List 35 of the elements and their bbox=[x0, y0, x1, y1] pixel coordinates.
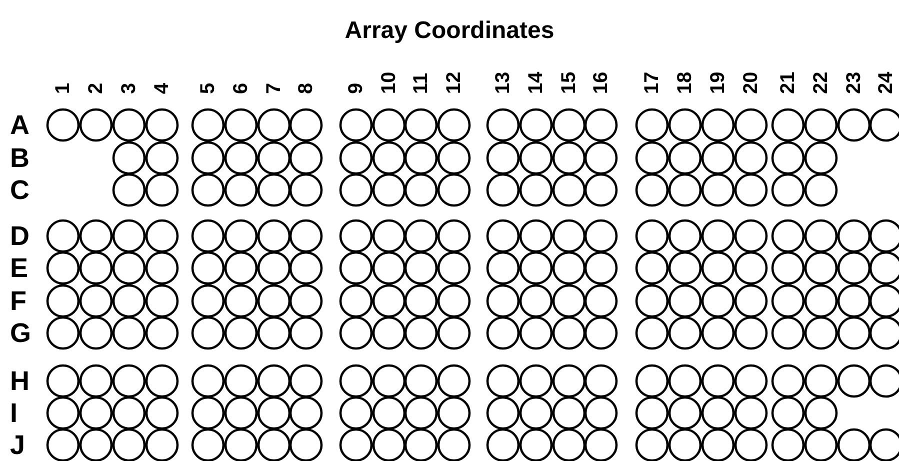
column-number: 16 bbox=[589, 72, 613, 94]
row-letter: I bbox=[10, 398, 18, 428]
row-letter: D bbox=[10, 221, 30, 251]
column-number: 4 bbox=[150, 82, 174, 94]
column-number: 9 bbox=[344, 82, 368, 94]
column-number: 13 bbox=[491, 72, 515, 94]
column-number: 5 bbox=[196, 82, 220, 94]
column-number: 18 bbox=[673, 72, 697, 94]
column-number: 1 bbox=[51, 82, 75, 94]
row-letter: H bbox=[10, 366, 30, 396]
column-number: 22 bbox=[809, 72, 833, 94]
row-letter: E bbox=[10, 253, 28, 283]
column-number: 8 bbox=[294, 82, 318, 94]
row-letter: F bbox=[10, 286, 26, 316]
column-number: 20 bbox=[739, 72, 763, 94]
row-letter: A bbox=[10, 110, 30, 140]
row-letter: B bbox=[10, 143, 30, 173]
column-number: 12 bbox=[442, 72, 466, 94]
column-number: 6 bbox=[229, 82, 253, 94]
column-number: 23 bbox=[842, 72, 866, 94]
column-number: 21 bbox=[776, 72, 800, 94]
title: Array Coordinates bbox=[344, 16, 556, 46]
column-number: 11 bbox=[409, 72, 433, 94]
column-number: 7 bbox=[262, 82, 286, 94]
column-number: 10 bbox=[377, 72, 401, 94]
column-number: 3 bbox=[117, 82, 141, 94]
row-letter: J bbox=[10, 430, 26, 460]
column-number: 17 bbox=[640, 72, 664, 94]
column-number: 15 bbox=[557, 72, 581, 94]
column-number: 19 bbox=[706, 72, 730, 94]
column-number: 14 bbox=[524, 72, 548, 94]
column-number: 24 bbox=[874, 72, 898, 94]
row-letter: G bbox=[10, 318, 32, 348]
column-number: 2 bbox=[84, 82, 108, 94]
row-letter: C bbox=[10, 175, 30, 205]
